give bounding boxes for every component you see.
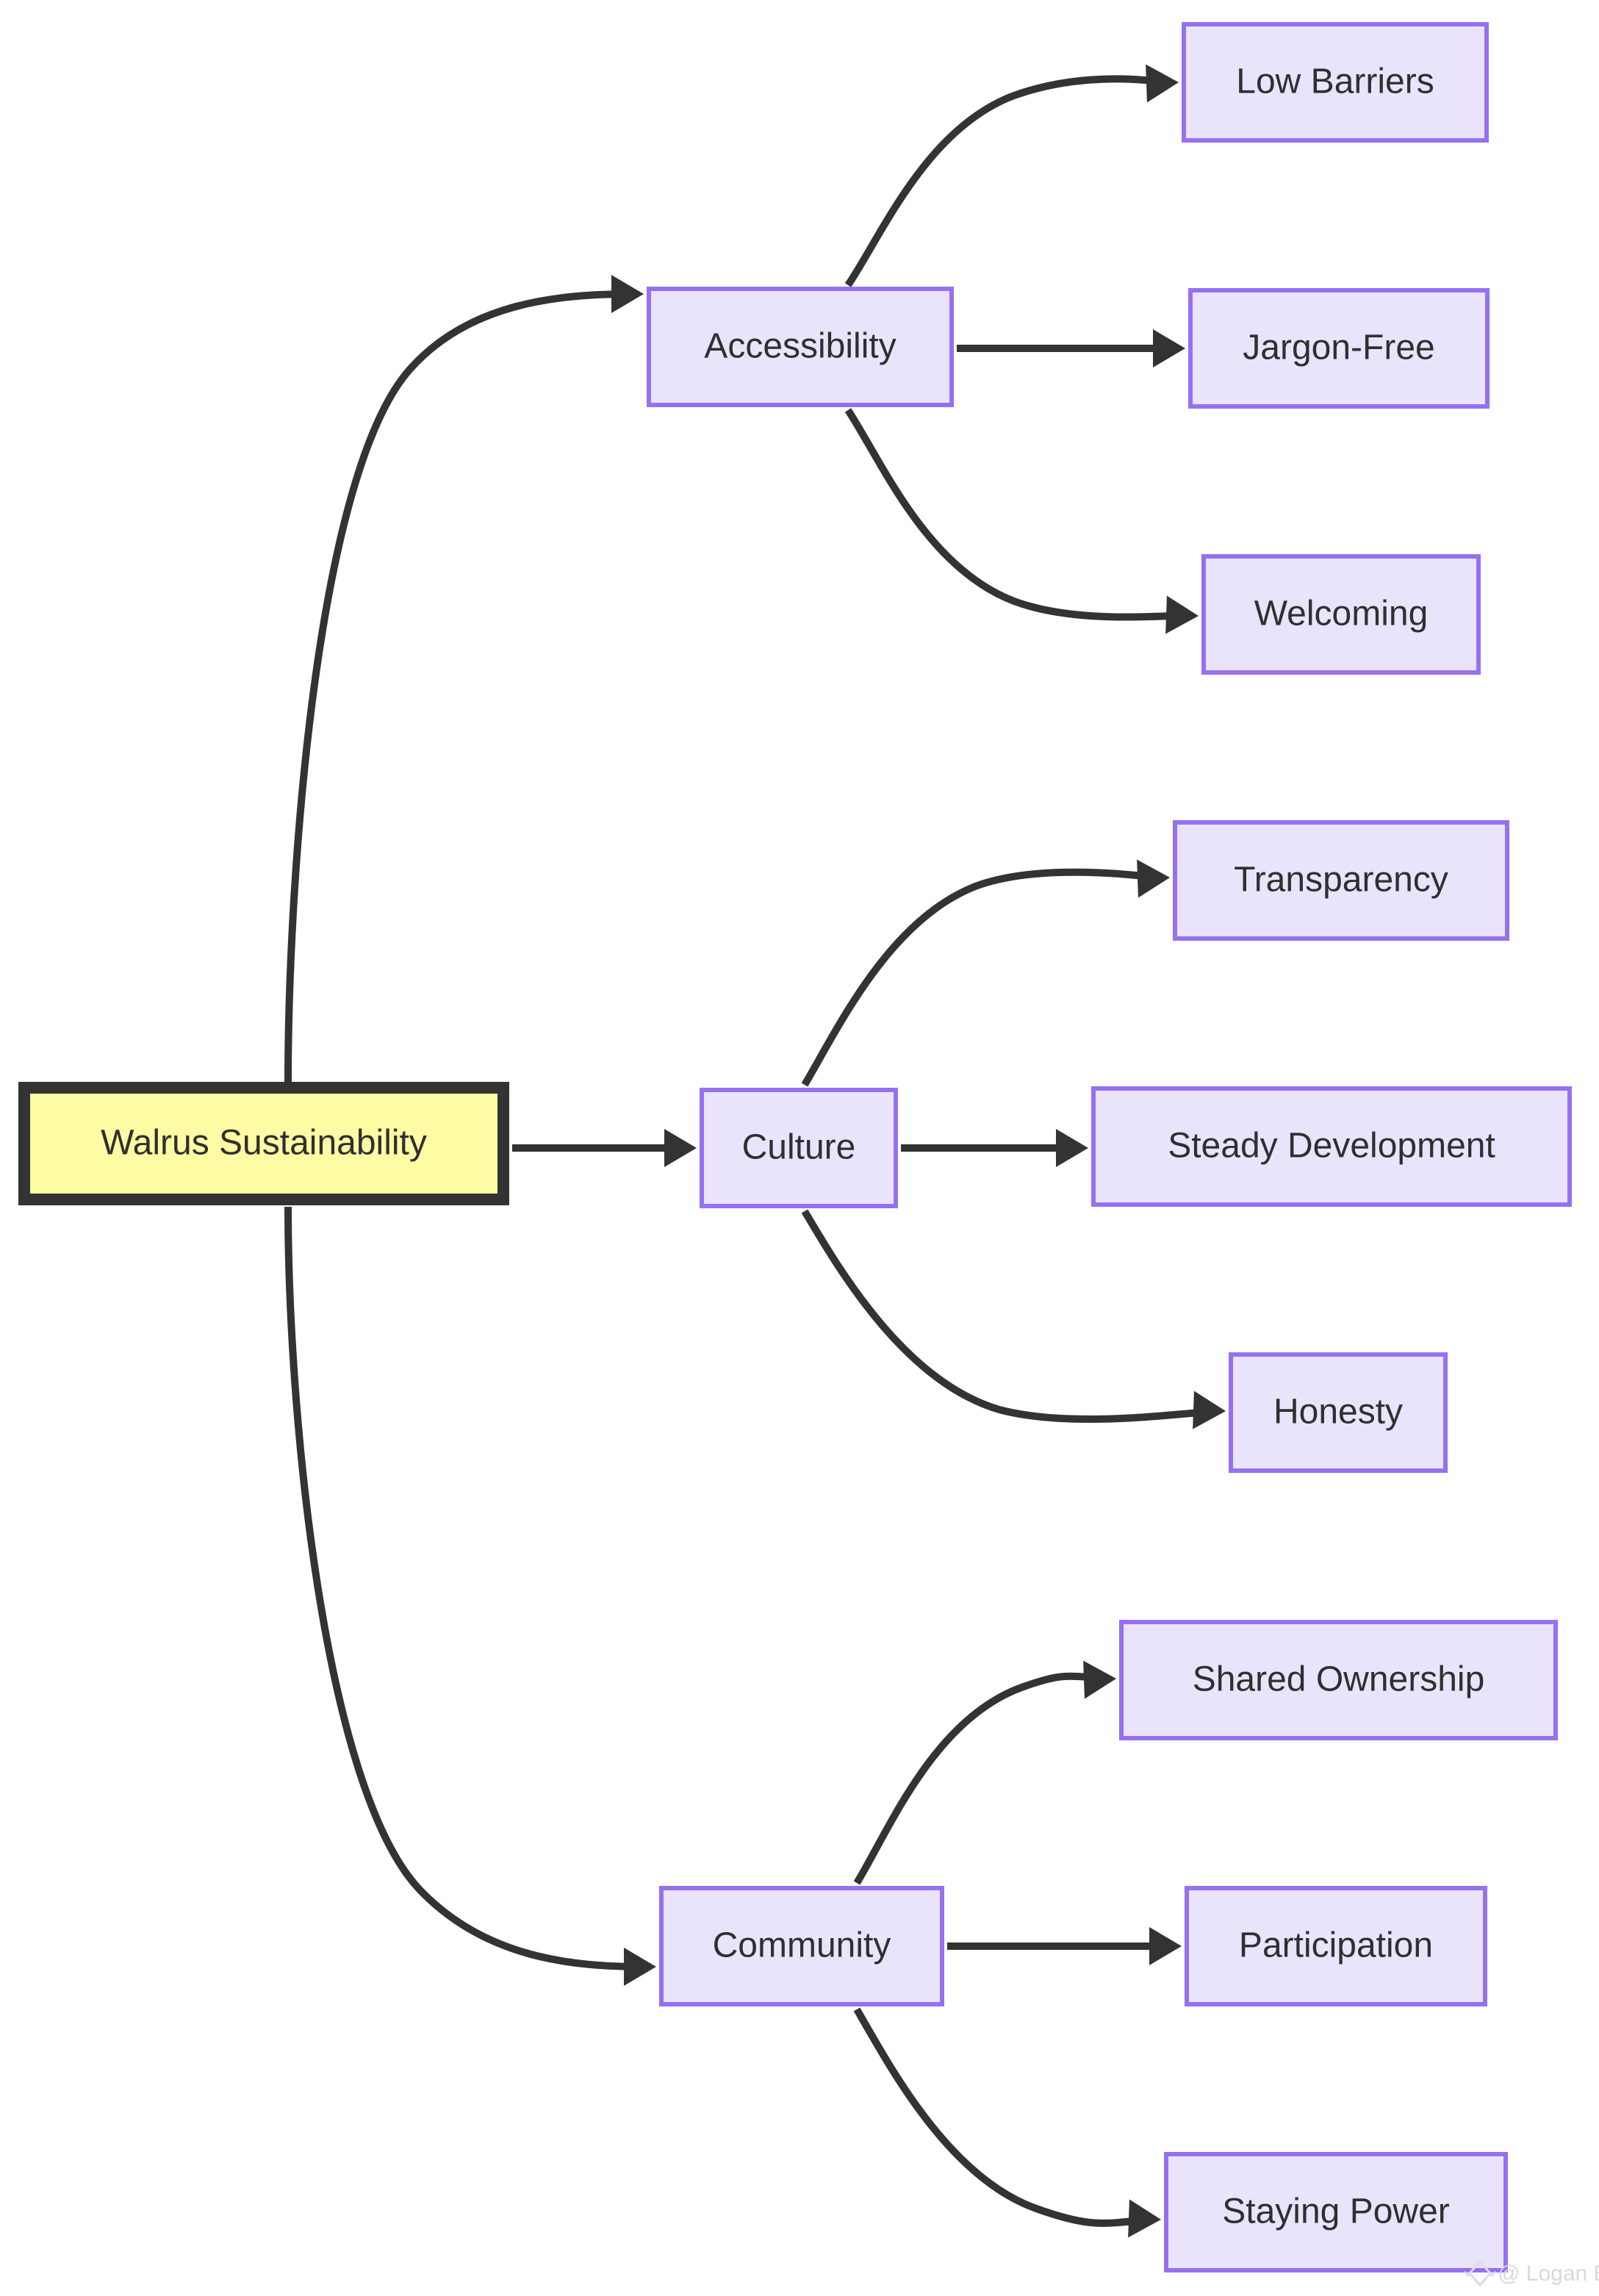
edges-layer bbox=[284, 64, 1226, 2238]
arrowhead-icon bbox=[624, 1948, 656, 1986]
root-node-label: Walrus Sustainability bbox=[101, 1124, 427, 1163]
edge-line bbox=[284, 1206, 645, 1970]
edge-line bbox=[853, 2007, 1135, 2227]
arrowhead-icon bbox=[1153, 329, 1185, 367]
diamond-icon bbox=[1463, 2259, 1497, 2287]
node-steady-development[interactable]: Steady Development bbox=[1091, 1086, 1572, 1207]
edge-community-to-staying-power bbox=[853, 2007, 1161, 2238]
arrowhead-icon bbox=[1193, 1391, 1226, 1429]
edge-line bbox=[844, 75, 1153, 287]
leaf-node-label: Low Barriers bbox=[1236, 62, 1434, 101]
leaf-node-box[interactable] bbox=[1182, 22, 1489, 143]
leaf-node-box[interactable] bbox=[1173, 820, 1509, 941]
edge-root-to-culture bbox=[512, 1129, 697, 1167]
edge-line bbox=[284, 290, 633, 1083]
arrowhead-icon bbox=[1146, 64, 1179, 103]
edge-accessibility-to-jargon-free bbox=[957, 329, 1185, 367]
watermark: @ Logan BTC bbox=[1463, 2259, 1599, 2287]
edge-community-to-participation bbox=[947, 1927, 1182, 1965]
arrowhead-icon bbox=[664, 1129, 697, 1167]
edge-root-to-community bbox=[284, 1206, 656, 1986]
leaf-node-label: Honesty bbox=[1273, 1393, 1403, 1432]
leaf-node-label: Transparency bbox=[1234, 861, 1448, 900]
node-accessibility[interactable]: Accessibility bbox=[647, 287, 954, 407]
node-honesty[interactable]: Honesty bbox=[1229, 1352, 1448, 1473]
edge-accessibility-to-welcoming bbox=[844, 408, 1199, 634]
arrowhead-icon bbox=[1137, 859, 1170, 898]
arrowhead-icon bbox=[1149, 1927, 1182, 1965]
branch-node-box[interactable] bbox=[647, 287, 954, 407]
arrowhead-icon bbox=[611, 275, 644, 313]
leaf-node-box[interactable] bbox=[1201, 554, 1481, 675]
leaf-node-box[interactable] bbox=[1091, 1086, 1572, 1207]
leaf-node-label: Staying Power bbox=[1222, 2192, 1450, 2231]
leaf-node-box[interactable] bbox=[1229, 1352, 1448, 1473]
edge-culture-to-honesty bbox=[801, 1209, 1226, 1429]
edge-root-to-accessibility bbox=[284, 275, 644, 1083]
leaf-node-label: Participation bbox=[1239, 1926, 1433, 1965]
node-culture[interactable]: Culture bbox=[700, 1088, 898, 1208]
edge-culture-to-steady-development bbox=[901, 1129, 1088, 1167]
leaf-node-box[interactable] bbox=[1164, 2152, 1508, 2272]
node-community[interactable]: Community bbox=[659, 1886, 944, 2006]
watermark-label: @ Logan BTC bbox=[1498, 2261, 1599, 2286]
branch-node-box[interactable] bbox=[659, 1886, 944, 2006]
node-shared-ownership[interactable]: Shared Ownership bbox=[1119, 1620, 1558, 1740]
root-node-box[interactable] bbox=[30, 1094, 497, 1194]
leaf-node-label: Jargon-Free bbox=[1243, 329, 1434, 367]
leaf-node-label: Welcoming bbox=[1254, 595, 1429, 634]
node-welcoming[interactable]: Welcoming bbox=[1201, 554, 1481, 675]
leaf-node-box[interactable] bbox=[1119, 1620, 1558, 1740]
node-transparency[interactable]: Transparency bbox=[1173, 820, 1509, 941]
edge-line bbox=[801, 868, 1144, 1087]
edge-culture-to-transparency bbox=[801, 859, 1170, 1087]
edge-line bbox=[853, 1672, 1090, 1885]
branch-node-label: Community bbox=[713, 1926, 891, 1965]
leaf-node-label: Steady Development bbox=[1168, 1127, 1495, 1166]
edge-line bbox=[801, 1209, 1200, 1423]
node-low-barriers[interactable]: Low Barriers bbox=[1182, 22, 1489, 143]
node-root[interactable]: Walrus Sustainability bbox=[18, 1082, 509, 1205]
branch-node-label: Accessibility bbox=[704, 327, 896, 366]
leaf-node-box[interactable] bbox=[1185, 1886, 1487, 2006]
branch-node-label: Culture bbox=[742, 1128, 856, 1167]
edge-accessibility-to-low-barriers bbox=[844, 64, 1179, 287]
arrowhead-icon bbox=[1165, 595, 1199, 634]
branch-node-box[interactable] bbox=[700, 1088, 898, 1208]
arrowhead-icon bbox=[1056, 1129, 1088, 1167]
node-jargon-free[interactable]: Jargon-Free bbox=[1188, 288, 1490, 409]
edge-community-to-shared-ownership bbox=[853, 1660, 1116, 1885]
leaf-node-label: Shared Ownership bbox=[1193, 1660, 1485, 1699]
leaf-node-box[interactable] bbox=[1188, 288, 1490, 409]
node-staying-power[interactable]: Staying Power bbox=[1164, 2152, 1508, 2272]
edge-line bbox=[844, 408, 1174, 621]
arrowhead-icon bbox=[1128, 2199, 1161, 2238]
node-participation[interactable]: Participation bbox=[1185, 1886, 1487, 2006]
arrowhead-icon bbox=[1083, 1660, 1116, 1699]
nodes-layer: Walrus Sustainability Accessibility Low Ba… bbox=[18, 22, 1572, 2272]
